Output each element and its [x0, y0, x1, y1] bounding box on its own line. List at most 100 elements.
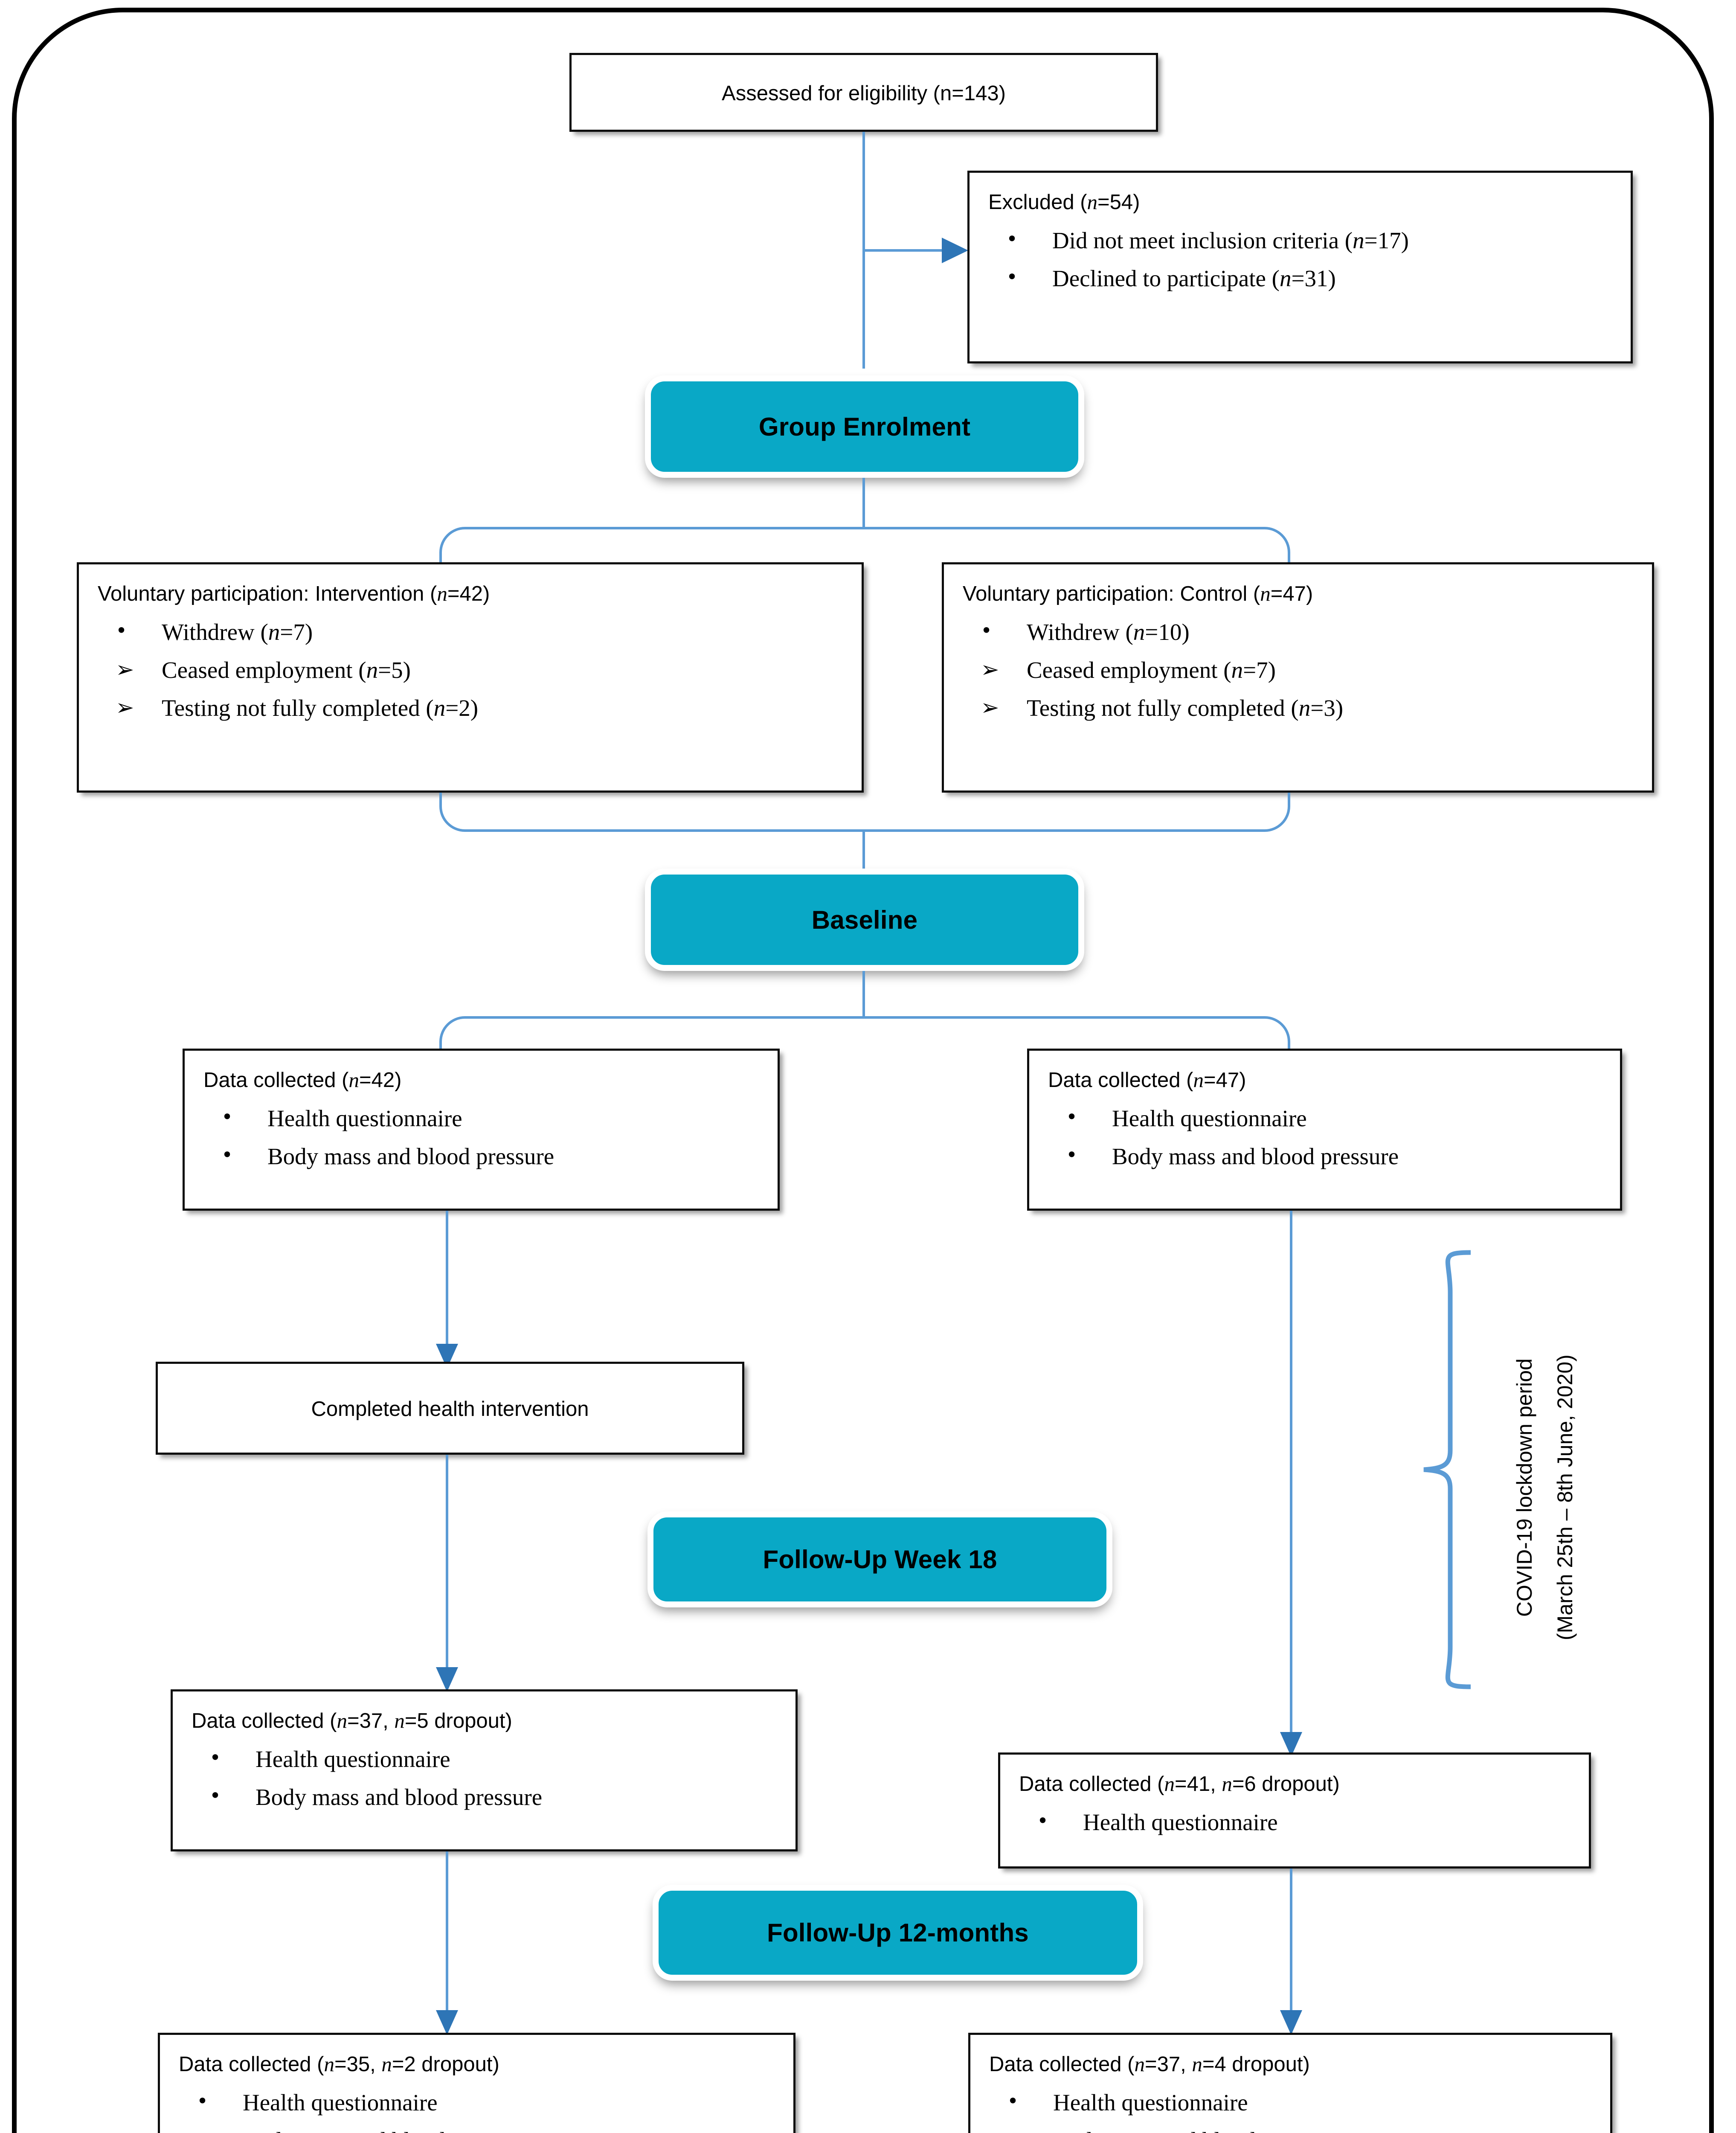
- excluded-header-n: n: [1087, 190, 1098, 214]
- arrow-down-12m-intervention-icon: [436, 2010, 458, 2035]
- bullet-dot-icon: •: [1006, 265, 1018, 288]
- excluded-box: Excluded (n=54) • Did not meet inclusion…: [967, 171, 1633, 363]
- banner-group-enrolment-label: Group Enrolment: [758, 412, 971, 441]
- excluded-header-pre: Excluded (: [988, 191, 1087, 214]
- connector-week18-control-to-12m: [1290, 1869, 1292, 2033]
- assessed-label-n: n: [940, 82, 952, 105]
- connector-enrolment-stem: [862, 478, 865, 529]
- baseline-control-header: Data collected (n=47): [1048, 1068, 1246, 1092]
- months12-intervention-box: Data collected (n=35, n=2 dropout) • Hea…: [158, 2033, 795, 2133]
- bullet-dot-icon: •: [1006, 227, 1018, 250]
- week18-intervention-list: • Health questionnaire • Body mass and b…: [192, 1747, 795, 1809]
- connector-enrolment-fork: [439, 527, 1290, 565]
- baseline-intervention-header: Data collected (n=42): [203, 1068, 402, 1092]
- list-item-label: Ceased employment (n=5): [162, 657, 411, 683]
- connector-baseline-stem: [862, 829, 865, 870]
- connector-week18-intervention-to-12m: [446, 1851, 448, 2033]
- completed-health-intervention-label: Completed health intervention: [311, 1398, 589, 1421]
- week18-intervention-box: Data collected (n=37, n=5 dropout) • Hea…: [171, 1689, 798, 1851]
- list-item-label: Testing not fully completed (n=2): [162, 695, 479, 721]
- list-item-label: Health questionnaire: [1083, 1809, 1278, 1835]
- voluntary-control-list: • Withdrew (n=10) ➢ Ceased employment (n…: [963, 620, 1652, 720]
- voluntary-intervention-box: Voluntary participation: Intervention (n…: [77, 562, 864, 793]
- bullet-arrow-icon: ➢: [116, 695, 134, 721]
- arrow-to-excluded-icon: [942, 238, 968, 263]
- bullet-dot-icon: •: [1007, 2089, 1019, 2113]
- voluntary-control-box: Voluntary participation: Control (n=47) …: [942, 562, 1654, 793]
- list-item-label: Body mass and blood pressure: [255, 1784, 543, 1810]
- list-item-label: Body mass and blood pressure: [1112, 1143, 1399, 1169]
- months12-intervention-list: • Health questionnaire • Body mass and b…: [179, 2091, 793, 2133]
- connector-completed-to-week18: [446, 1455, 448, 1691]
- bullet-arrow-icon: ➢: [981, 695, 999, 721]
- list-item: • Body mass and blood pressure: [192, 1785, 795, 1809]
- connector-baseline-down-stem: [862, 971, 865, 1018]
- list-item: ➢ Ceased employment (n=5): [98, 658, 862, 682]
- list-item: ➢ Ceased employment (n=7): [963, 658, 1652, 682]
- connector-baseline-fork: [439, 1016, 1290, 1049]
- months12-control-box: Data collected (n=37, n=4 dropout) • Hea…: [968, 2033, 1612, 2133]
- bullet-arrow-icon: ➢: [981, 657, 999, 683]
- arrow-down-week18-icon: [436, 1667, 458, 1692]
- connector-to-completed-intervention: [446, 1211, 448, 1356]
- months12-control-list: • Health questionnaire • Body mass and b…: [989, 2091, 1610, 2133]
- arrow-down-12m-control-icon: [1280, 2010, 1302, 2035]
- bullet-dot-icon: •: [197, 2089, 209, 2113]
- covid-lockdown-brace-icon: [1423, 1250, 1471, 1689]
- list-item: ➢ Testing not fully completed (n=3): [963, 696, 1652, 720]
- banner-baseline: Baseline: [645, 869, 1084, 971]
- banner-followup-week18-label: Follow-Up Week 18: [763, 1545, 997, 1574]
- covid-lockdown-line2: (March 25th – 8th June, 2020): [1553, 1354, 1577, 1640]
- list-item: • Declined to participate (n=31): [988, 267, 1631, 290]
- week18-intervention-header: Data collected (n=37, n=5 dropout): [192, 1709, 512, 1732]
- connector-eligibility-to-excluded: [862, 249, 945, 252]
- bullet-dot-icon: •: [221, 1143, 233, 1166]
- list-item: • Health questionnaire: [1048, 1107, 1620, 1130]
- excluded-header-post: =54): [1097, 191, 1140, 214]
- list-item-label: Did not meet inclusion criteria (n=17): [1052, 227, 1409, 253]
- banner-followup-12months-label: Follow-Up 12-months: [767, 1918, 1029, 1947]
- bullet-dot-icon: •: [116, 619, 128, 642]
- bullet-dot-icon: •: [1037, 1809, 1049, 1832]
- baseline-intervention-list: • Health questionnaire • Body mass and b…: [203, 1107, 778, 1168]
- list-item-label: Health questionnaire: [1053, 2089, 1248, 2116]
- list-item: • Health questionnaire: [192, 1747, 795, 1771]
- completed-health-intervention-box: Completed health intervention: [156, 1362, 744, 1455]
- bullet-arrow-icon: ➢: [116, 657, 134, 683]
- list-item-label: Health questionnaire: [255, 1746, 450, 1772]
- list-item-label: Withdrew (n=7): [162, 619, 313, 645]
- excluded-header: Excluded (n=54): [988, 190, 1631, 214]
- list-item-label: Body mass and blood pressure: [267, 1143, 554, 1169]
- list-item: • Body mass and blood pressure: [989, 2129, 1610, 2133]
- assessed-label-pre: Assessed for eligibility (: [722, 82, 940, 105]
- list-item: • Health questionnaire: [203, 1107, 778, 1130]
- list-item-label: Body mass and blood pressure: [1053, 2129, 1340, 2133]
- list-item-label: Declined to participate (n=31): [1052, 265, 1336, 291]
- list-item-label: Health questionnaire: [243, 2089, 438, 2116]
- baseline-intervention-box: Data collected (n=42) • Health questionn…: [183, 1049, 780, 1211]
- list-item-label: Ceased employment (n=7): [1027, 657, 1276, 683]
- list-item: • Body mass and blood pressure: [1048, 1145, 1620, 1168]
- baseline-control-box: Data collected (n=47) • Health questionn…: [1027, 1049, 1622, 1211]
- list-item-label: Health questionnaire: [267, 1105, 462, 1131]
- week18-control-box: Data collected (n=41, n=6 dropout) • Hea…: [998, 1752, 1591, 1869]
- excluded-list: • Did not meet inclusion criteria (n=17)…: [988, 229, 1631, 290]
- bullet-dot-icon: •: [179, 2129, 243, 2133]
- banner-followup-week18: Follow-Up Week 18: [647, 1511, 1112, 1607]
- list-item: • Withdrew (n=10): [963, 620, 1652, 644]
- voluntary-intervention-list: • Withdrew (n=7) ➢ Ceased employment (n=…: [98, 620, 862, 720]
- covid-lockdown-line1: COVID-19 lockdown period: [1512, 1358, 1536, 1617]
- list-item: • Body mass and blood pressure: [179, 2129, 793, 2133]
- months12-control-header: Data collected (n=37, n=4 dropout): [989, 2052, 1310, 2076]
- bullet-dot-icon: •: [221, 1105, 233, 1128]
- week18-control-header: Data collected (n=41, n=6 dropout): [1019, 1772, 1340, 1796]
- voluntary-control-header: Voluntary participation: Control (n=47): [963, 582, 1313, 605]
- list-item: ➢ Testing not fully completed (n=2): [98, 696, 862, 720]
- list-item: • Health questionnaire: [989, 2091, 1610, 2114]
- banner-baseline-label: Baseline: [811, 905, 918, 934]
- banner-followup-12months: Follow-Up 12-months: [653, 1885, 1143, 1981]
- months12-intervention-header: Data collected (n=35, n=2 dropout): [179, 2052, 499, 2076]
- list-item: • Health questionnaire: [179, 2091, 793, 2114]
- banner-group-enrolment: Group Enrolment: [645, 375, 1084, 478]
